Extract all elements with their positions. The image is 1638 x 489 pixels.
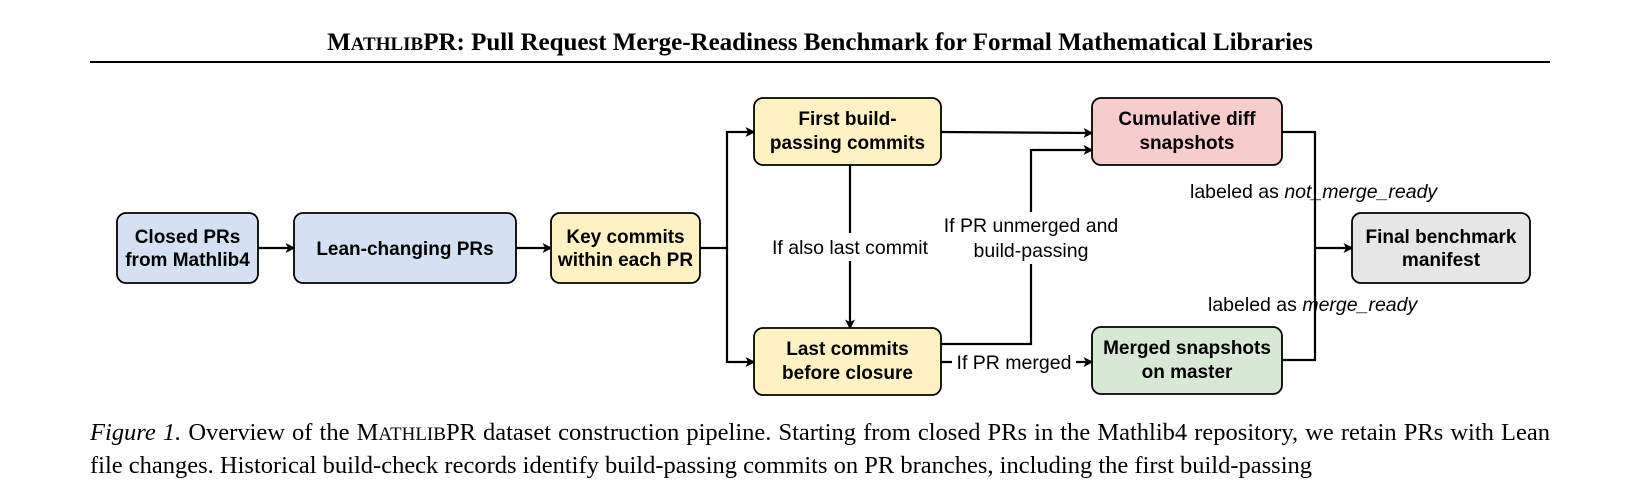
- label-not-merge-ready: labeled as not_merge_ready: [1190, 181, 1438, 203]
- label-not-merge-ready-prefix: labeled as: [1190, 181, 1284, 203]
- node-last-commits-line1: Last commits: [786, 339, 908, 360]
- node-cumulative-diff-line1: Cumulative diff: [1118, 109, 1256, 130]
- label-if-also-last: If also last commit: [772, 237, 929, 259]
- node-first-build-line1: First build-: [798, 109, 896, 130]
- node-key-commits: [550, 212, 701, 284]
- label-bg-if-merged: [952, 350, 1076, 374]
- label-merge-ready-prefix: labeled as: [1208, 294, 1302, 316]
- title-smallcaps: athlib: [350, 34, 424, 55]
- label-if-unmerged-line1: If PR unmerged and: [944, 215, 1119, 237]
- edge-key-to-last: [725, 248, 756, 367]
- label-merge-ready: labeled as merge_ready: [1208, 294, 1418, 316]
- figure-caption: Figure 1. Overview of the MathlibPR data…: [90, 417, 1550, 481]
- node-labels: Closed PRs from Mathlib4 Lean-changing P…: [125, 109, 1517, 384]
- caption-text-a: Overview of the: [181, 419, 357, 446]
- node-cumulative-diff: [1091, 97, 1283, 166]
- node-cumulative-diff-line2: snapshots: [1139, 133, 1234, 154]
- caption-name-rest: PR: [445, 419, 476, 446]
- edge-key-to-first: [700, 127, 756, 250]
- node-lean-changing-prs: [293, 212, 517, 284]
- label-if-merged: If PR merged: [957, 352, 1072, 374]
- edge-first-to-cumulative: [940, 127, 1094, 138]
- header-rule: [90, 61, 1550, 63]
- node-closed-prs-line1: Closed PRs: [135, 227, 241, 248]
- label-bg-if-unmerged: [940, 212, 1122, 264]
- node-merged-snapshots-line2: on master: [1142, 362, 1233, 383]
- page-title: MathlibPR: Pull Request Merge-Readiness …: [90, 27, 1550, 61]
- node-lean-changing-prs-label: Lean-changing PRs: [316, 239, 493, 260]
- caption-name-small: athlib: [378, 424, 446, 445]
- pipeline-diagram: If also last commit If PR unmerged and b…: [116, 97, 1531, 396]
- node-key-commits-line1: Key commits: [566, 227, 684, 248]
- node-merged-snapshots: [1091, 326, 1283, 395]
- node-closed-prs-line2: from Mathlib4: [125, 250, 250, 271]
- node-first-build-line2: passing commits: [770, 133, 925, 154]
- node-key-commits-line2: within each PR: [557, 250, 693, 271]
- edge-merge-bracket: [1282, 130, 1317, 362]
- title-rest: PR: Pull Request Merge-Readiness Benchma…: [423, 29, 1313, 56]
- title-first-letter: M: [327, 29, 351, 56]
- node-last-commits: [753, 327, 942, 396]
- caption-label: Figure 1.: [90, 419, 182, 446]
- node-final-manifest: [1351, 212, 1531, 284]
- node-final-manifest-line1: Final benchmark: [1366, 227, 1517, 248]
- label-if-unmerged-line2: build-passing: [974, 240, 1089, 262]
- node-final-manifest-line2: manifest: [1402, 250, 1481, 271]
- node-first-build-passing: [753, 97, 942, 166]
- nodes: [116, 97, 1531, 396]
- label-merge-ready-term: merge_ready: [1302, 294, 1418, 316]
- label-not-merge-ready-term: not_merge_ready: [1284, 181, 1438, 203]
- node-closed-prs: [116, 212, 259, 284]
- node-merged-snapshots-line1: Merged snapshots: [1103, 338, 1271, 359]
- caption-name-first: M: [356, 419, 379, 446]
- label-bg-if-also-last: [766, 233, 936, 261]
- node-last-commits-line2: before closure: [782, 363, 913, 384]
- caption-text-b: dataset construction pipeline. Starting …: [90, 419, 1550, 479]
